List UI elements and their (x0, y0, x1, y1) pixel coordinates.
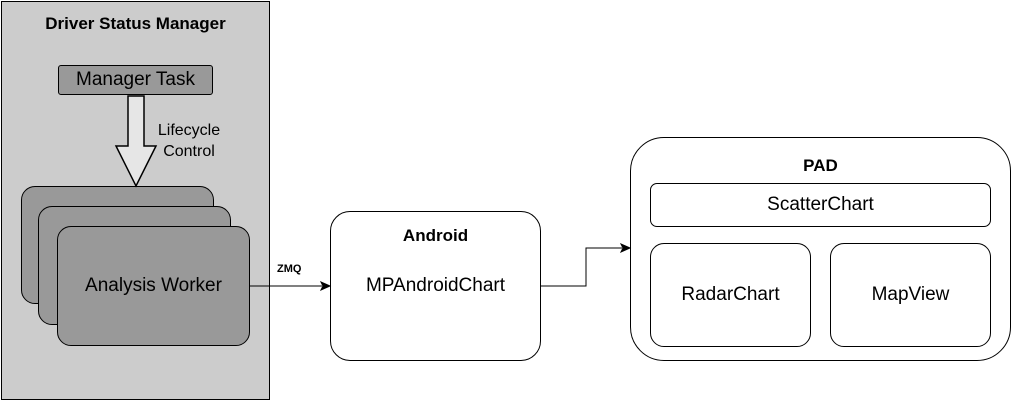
radarchart-box: RadarChart (650, 243, 811, 347)
mapview-box: MapView (830, 243, 991, 347)
analysis-worker-label: Analysis Worker (85, 275, 222, 296)
mpandroidchart-label: MPAndroidChart (365, 275, 506, 296)
android-title: Android (402, 226, 469, 245)
lifecycle-block-arrow (114, 95, 158, 188)
radarchart-label: RadarChart (681, 284, 780, 305)
lifecycle-label-line1: Lifecycle (157, 122, 221, 139)
android-to-pad-line (541, 247, 622, 287)
analysis-worker-box: Analysis Worker (57, 226, 250, 346)
mapview-label: MapView (871, 284, 950, 305)
driver-status-manager-title: Driver Status Manager (45, 14, 226, 33)
android-container (330, 211, 541, 361)
android-to-pad-arrowhead (619, 242, 632, 254)
manager-task-label: Manager Task (76, 69, 195, 90)
pad-title: PAD (803, 156, 838, 175)
lifecycle-label-line2: Control (163, 143, 215, 160)
lifecycle-control-label: Lifecycle Control (147, 120, 231, 162)
scatterchart-box: ScatterChart (650, 183, 991, 227)
scatterchart-label: ScatterChart (767, 194, 874, 215)
zmq-label: ZMQ (277, 263, 302, 275)
manager-task-box: Manager Task (58, 65, 213, 95)
zmq-arrowhead (319, 280, 332, 292)
